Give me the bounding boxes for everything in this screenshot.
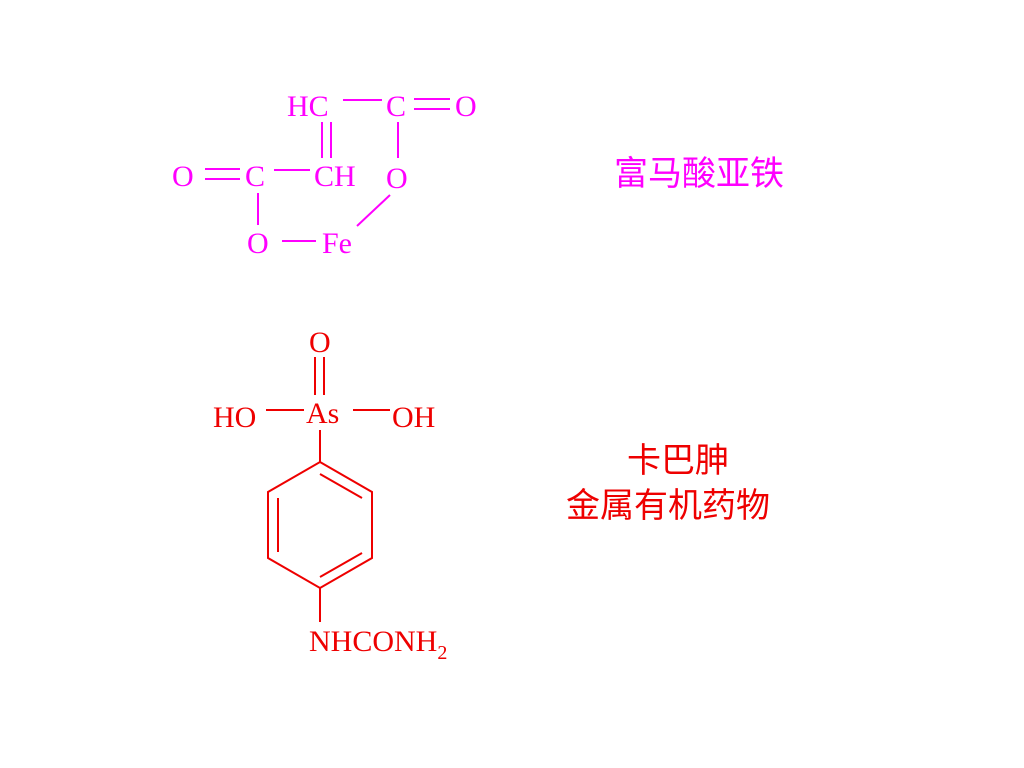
organometallic-drug-label: 金属有机药物 xyxy=(566,486,770,526)
atom-nhconh: NHCONH xyxy=(309,625,437,658)
fumarate-atoms: HC C O O C CH O O Fe xyxy=(172,90,477,260)
benzene-ring xyxy=(267,460,373,590)
bond-o-fe xyxy=(356,194,391,227)
atom-ho: HO xyxy=(213,401,256,434)
carbarsone-label: 卡巴胂 xyxy=(627,441,729,481)
atom-c-top: C xyxy=(386,90,406,123)
atom-o-left: O xyxy=(172,160,194,193)
subscript-2: 2 xyxy=(437,642,447,664)
atom-as: As xyxy=(306,397,339,430)
atom-o-top: O xyxy=(309,326,331,359)
atom-nhconh2: NHCONH2 xyxy=(309,625,447,664)
atom-o-ring: O xyxy=(386,162,408,195)
ring-inner-bond-1 xyxy=(319,473,363,499)
atom-fe: Fe xyxy=(322,227,352,260)
carbarsone-bonds xyxy=(266,357,390,622)
ring-inner-bond-2 xyxy=(319,552,363,578)
fumarate-bonds xyxy=(205,98,450,242)
atom-o-top: O xyxy=(455,90,477,123)
ferrous-fumarate-label: 富马酸亚铁 xyxy=(614,154,784,194)
atom-oh: OH xyxy=(392,401,435,434)
atom-ch: CH xyxy=(314,160,356,193)
atom-hc: HC xyxy=(287,90,329,123)
atom-o-bottom: O xyxy=(247,227,269,260)
carbarsone-atoms: O HO As OH NHCONH2 xyxy=(213,326,447,664)
atom-c-left: C xyxy=(245,160,265,193)
